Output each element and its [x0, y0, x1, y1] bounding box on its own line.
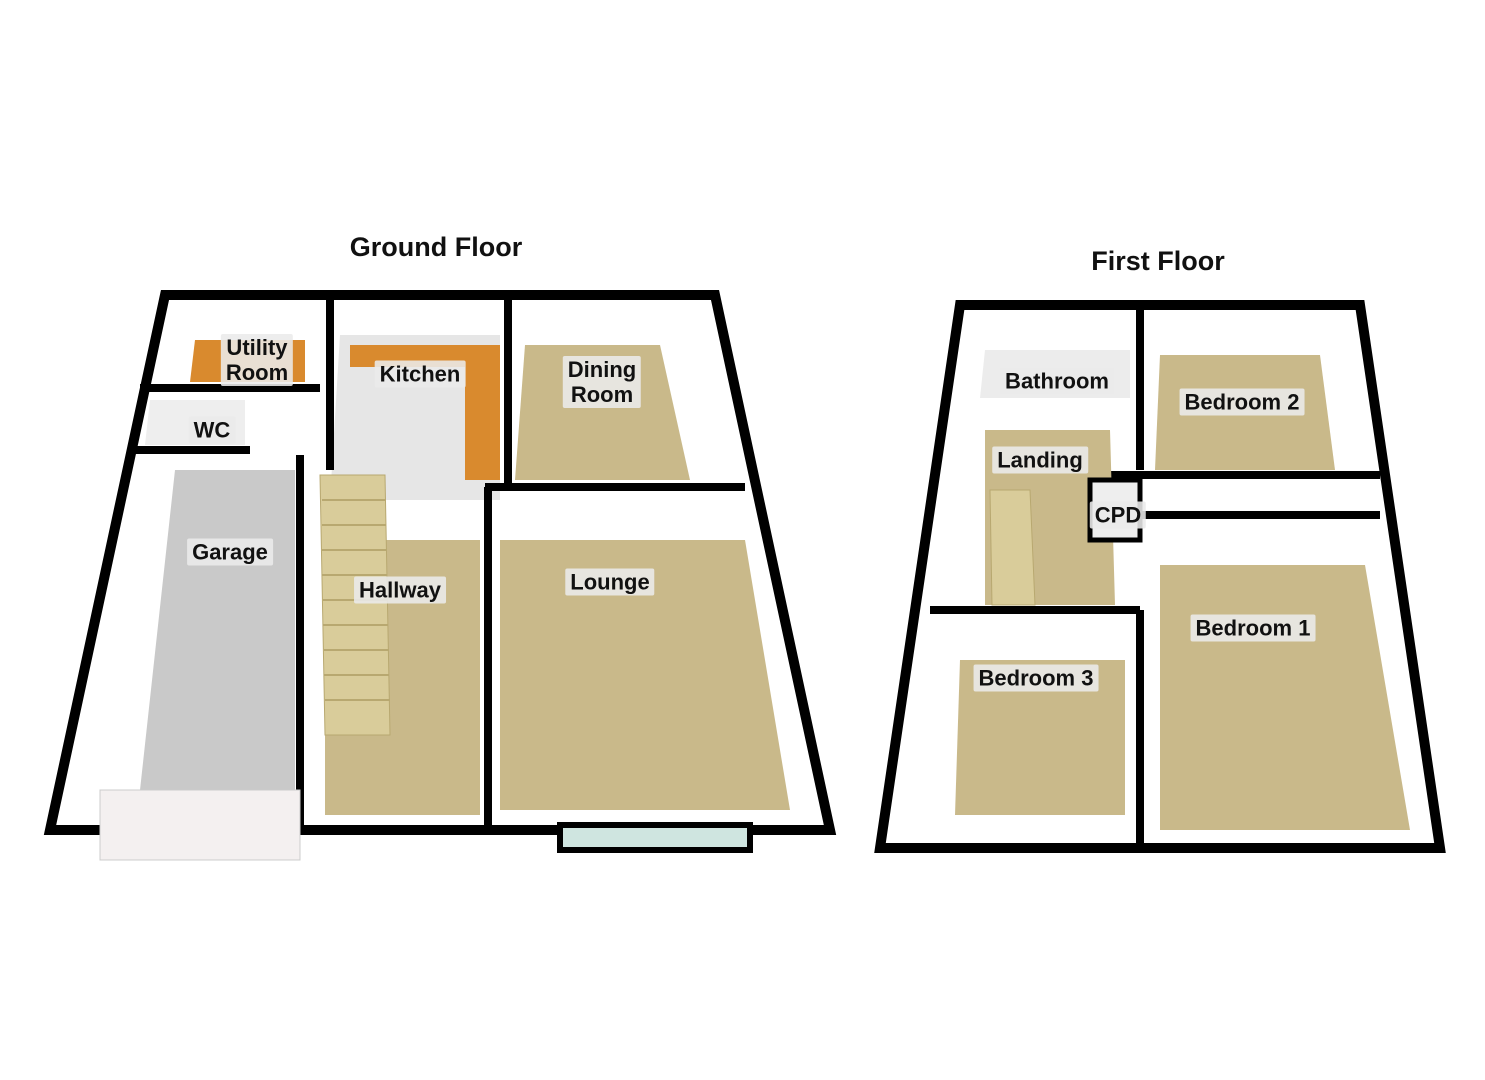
room-label-lounge: Lounge — [565, 568, 655, 596]
dining-room-floor — [515, 345, 690, 480]
lounge-floor — [500, 540, 790, 810]
first-floor — [874, 300, 1446, 853]
room-label-bedroom-3: Bedroom 3 — [973, 664, 1099, 692]
staircase — [319, 474, 391, 736]
room-label-landing: Landing — [992, 446, 1088, 474]
ground-floor-title: Ground Floor — [349, 232, 523, 262]
room-label-bedroom-1: Bedroom 1 — [1190, 614, 1316, 642]
utility-label-line1: Utility — [226, 335, 288, 360]
first-floor-title: First Floor — [1091, 246, 1225, 276]
room-label-hallway: Hallway — [354, 576, 446, 604]
garage-door — [99, 789, 301, 861]
room-label-bedroom-2: Bedroom 2 — [1179, 388, 1305, 416]
utility-label-line2: Room — [225, 360, 289, 385]
room-label-wc: WC — [188, 416, 236, 444]
dining-label-line1: Dining — [567, 357, 637, 382]
room-label-cpd: CPD — [1089, 501, 1147, 529]
kitchen-worktop — [465, 345, 500, 480]
dining-label-line2: Room — [570, 382, 634, 407]
room-label-bathroom: Bathroom — [1000, 367, 1114, 395]
ground-floor — [43, 290, 837, 861]
room-label-kitchen: Kitchen — [374, 360, 466, 388]
landing-staircase — [989, 489, 1036, 606]
room-label-garage: Garage — [187, 538, 273, 566]
bedroom-3-floor — [955, 660, 1125, 815]
